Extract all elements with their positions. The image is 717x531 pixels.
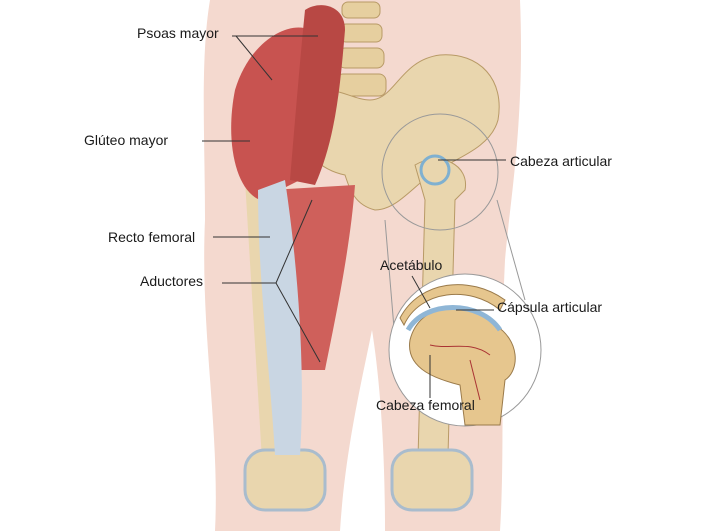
magnified-capsule [405, 305, 503, 332]
magnified-acetabulum [399, 284, 506, 327]
joint-highlight-circle [381, 113, 499, 231]
label-recto-femoral: Recto femoral [108, 229, 196, 245]
gluteus-muscle [231, 27, 310, 200]
label-acetabulo: Acetábulo [380, 257, 443, 273]
leader-lines [202, 35, 506, 398]
label-gluteo-mayor: Glúteo mayor [84, 132, 169, 148]
label-aductores: Aductores [140, 273, 204, 289]
label-cabeza-articular: Cabeza articular [510, 153, 612, 169]
femoral-head-small [419, 154, 451, 186]
label-cabeza-femoral: Cabeza femoral [376, 397, 475, 413]
psoas-muscle [290, 5, 345, 185]
label-capsula-articular: Cápsula articular [497, 299, 603, 315]
right-knee [390, 448, 474, 512]
label-psoas-mayor: Psoas mayor [137, 25, 219, 41]
left-knee [243, 448, 327, 512]
spine [335, 1, 387, 97]
